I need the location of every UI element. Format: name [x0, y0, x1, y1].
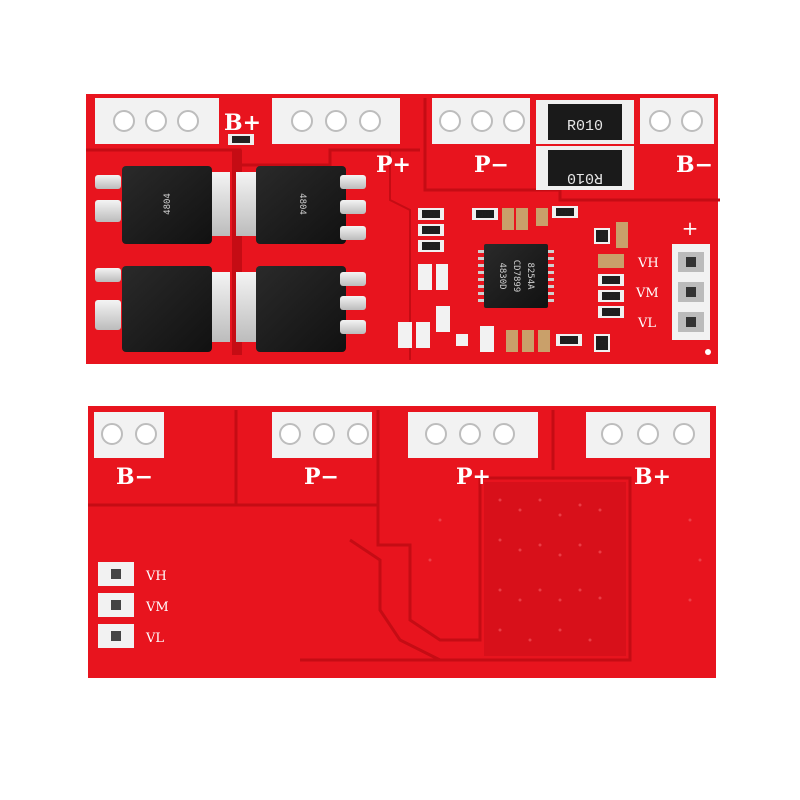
- label-vm-top: VM: [635, 286, 659, 301]
- smd-components: 472 105 472 102 015 103 102 102 472 101 …: [398, 206, 628, 352]
- smd-472-b: 472: [426, 244, 435, 250]
- smd-101: 101: [564, 338, 573, 344]
- svg-text:4804: 4804: [297, 193, 307, 215]
- label-b-plus-top: B+: [224, 110, 261, 136]
- label-vm-bottom: VM: [145, 600, 169, 615]
- ic-marking-3: 4830D: [497, 262, 507, 289]
- label-vl-top: VL: [637, 316, 656, 331]
- svg-text:4804: 4804: [163, 193, 173, 215]
- shunt-resistor-1: R010: [536, 100, 634, 144]
- mosfet-group: 4804 4804: [95, 166, 366, 352]
- label-vl-bottom: VL: [145, 631, 164, 646]
- shunt-resistor-2: R010: [536, 146, 634, 190]
- label-vh-bottom: VH: [145, 569, 167, 584]
- label-b-plus-bottom: B+: [634, 464, 671, 490]
- bottom-terminal-pads: [94, 412, 710, 458]
- label-p-minus-top: P−: [474, 152, 509, 178]
- smd-472-c: 472: [606, 310, 615, 316]
- resistor-2-code: R010: [567, 169, 603, 186]
- mosfet-4: [236, 266, 366, 352]
- smd-105: 105: [426, 228, 435, 234]
- label-p-minus-bottom: P−: [304, 464, 339, 490]
- ic-marking-2: CD7899: [511, 260, 521, 293]
- label-b-minus-top: B−: [676, 152, 713, 178]
- top-terminal-pads: [95, 98, 714, 144]
- heatsink-pour: [484, 482, 626, 656]
- mosfet-1: 4804: [95, 166, 230, 244]
- mosfet-3: [95, 266, 230, 352]
- smd-102-b: 102: [606, 278, 615, 284]
- label-b-minus-bottom: B−: [116, 464, 153, 490]
- bottom-pcb-board: B− P− P+ B+ VH VM VL: [88, 406, 716, 678]
- balance-header-bottom: VH VM VL: [98, 562, 169, 648]
- mosfet-2: 4804: [236, 166, 366, 244]
- smd-102-c: 102: [606, 294, 615, 300]
- protection-ic: 8254A CD7899 4830D: [478, 244, 554, 308]
- smd-472-a: 472: [426, 212, 435, 218]
- smd-015: 015: [560, 210, 569, 216]
- label-p-plus-top: P+: [376, 152, 411, 178]
- resistor-1-code: R010: [567, 118, 603, 135]
- smd-102-a: 102: [480, 212, 489, 218]
- smd-s14: S14: [236, 138, 245, 144]
- label-vh-top: VH: [637, 256, 659, 271]
- top-pcb-board: R010 R010 B+ P+ P− B− S14 4804: [86, 94, 720, 364]
- smd-103: 103: [597, 234, 606, 240]
- balance-header-top: + VH VM VL: [635, 216, 711, 355]
- smd-472-d: 472: [597, 341, 606, 347]
- ic-marking-1: 8254A: [525, 262, 535, 290]
- label-p-plus-bottom: P+: [456, 464, 491, 490]
- label-plus: +: [682, 216, 699, 240]
